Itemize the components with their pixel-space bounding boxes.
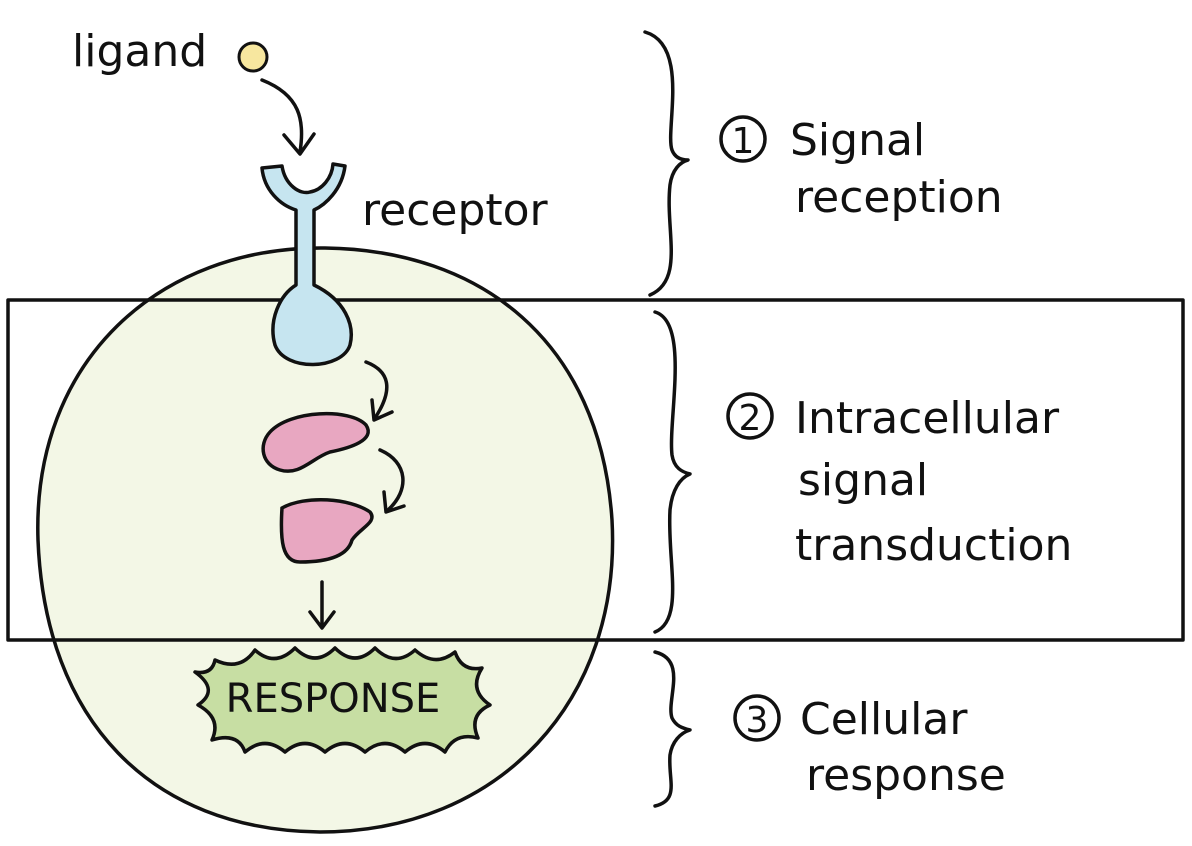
brace-1 [643,30,690,297]
ligand [237,41,269,73]
step-title-line: Cellular [800,694,968,745]
receptor-label: receptor [362,185,549,236]
step-number: 2 [739,398,762,439]
step-title-line: reception [795,172,1003,223]
arrowhead [282,132,316,156]
step-title-line: transduction [795,520,1072,571]
brace-3 [653,650,692,808]
step-3: 3 Cellular response [733,694,1006,801]
arrow-receptor-to-protein1 [364,360,389,420]
step-number-circle [733,694,781,742]
step-number: 1 [732,121,755,162]
response-burst [193,646,492,754]
step-2: 2 Intracellular signal transduction [726,392,1072,571]
transduction-box [6,298,1185,642]
arrowhead [370,398,394,422]
step-number-circle [726,392,774,440]
step-title-line: Intracellular [795,393,1060,444]
arrowhead [382,490,406,514]
ligand-label: ligand [72,26,207,77]
arrow-to-response [308,580,336,630]
step-title-line: signal [798,455,928,506]
step-1: 1 Signal reception [719,115,1003,223]
protein-2 [279,498,374,564]
protein-1 [261,411,370,473]
step-title-line: response [806,750,1006,801]
response-label: RESPONSE [226,676,441,722]
receptor [260,162,353,367]
step-number-circle [719,115,767,163]
brace-2 [653,310,692,634]
step-title-line: Signal [790,115,925,166]
arrow-ligand-to-receptor [260,78,304,154]
arrow-protein1-to-protein2 [378,448,405,512]
step-number: 3 [746,700,769,741]
